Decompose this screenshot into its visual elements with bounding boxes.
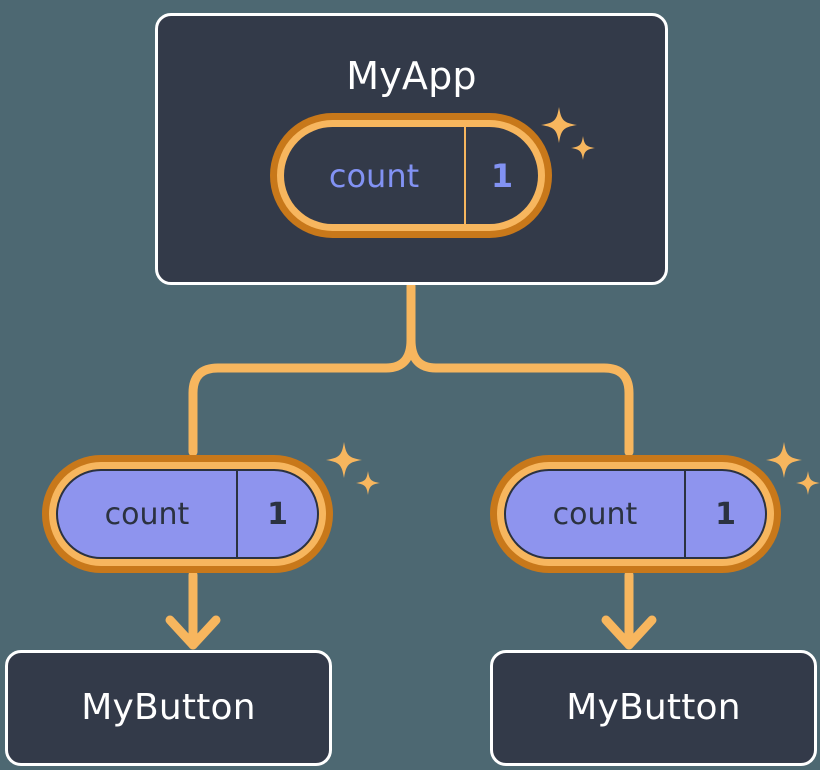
connector-branch-right — [406, 335, 634, 457]
component-title-mybutton-right: MyButton — [566, 687, 741, 728]
state-key-label: count — [328, 156, 420, 195]
arrow-head-left — [165, 615, 221, 650]
connector-branch-left — [188, 335, 416, 457]
state-pill-right[interactable]: count 1 — [490, 455, 781, 573]
state-pill-ring: count 1 — [277, 120, 545, 231]
component-title-myapp: MyApp — [346, 54, 477, 98]
state-pill-body: count 1 — [504, 469, 767, 559]
state-pill-ring: count 1 — [497, 462, 774, 566]
component-title-mybutton-left: MyButton — [81, 687, 256, 728]
state-value-label: 1 — [464, 127, 538, 224]
state-pill-body: count 1 — [284, 127, 538, 224]
state-pill-ring: count 1 — [49, 462, 326, 566]
component-card-mybutton-left[interactable]: MyButton — [5, 650, 332, 766]
state-value-label: 1 — [236, 471, 317, 557]
component-card-mybutton-right[interactable]: MyButton — [490, 650, 817, 766]
state-key-label: count — [104, 496, 190, 532]
state-value-label: 1 — [684, 471, 765, 557]
state-pill-myapp[interactable]: count 1 — [270, 113, 552, 238]
state-pill-left[interactable]: count 1 — [42, 455, 333, 573]
state-key-label: count — [552, 496, 638, 532]
state-pill-body: count 1 — [56, 469, 319, 559]
arrow-head-right — [601, 615, 657, 650]
